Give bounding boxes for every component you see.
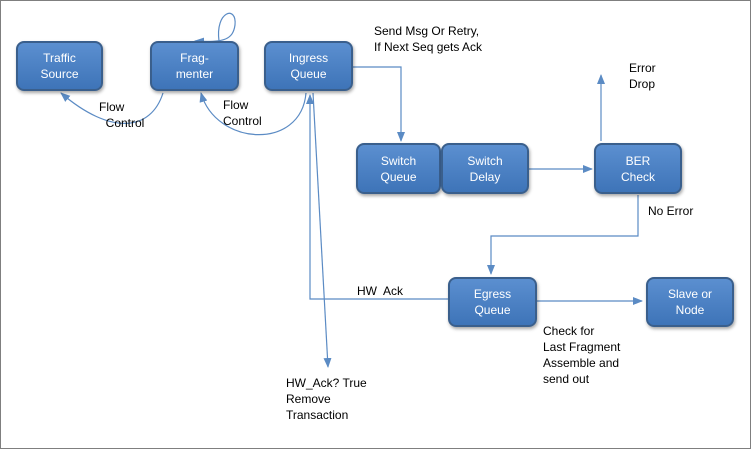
- hw-ack-true-arrow: [312, 92, 332, 368]
- slave-or-node-node: Slave or Node: [646, 277, 734, 327]
- hw-ack-label: HW Ack: [357, 284, 404, 298]
- send-msg-label: Send Msg Or Retry, If Next Seq gets Ack: [374, 24, 483, 54]
- ingress-to-switch-queue-arrow: [353, 66, 405, 142]
- ber-to-egress-arrow: [487, 195, 639, 275]
- flow-control-arrow-1: [60, 92, 164, 124]
- ber-check-node: BER Check: [594, 143, 682, 194]
- ingress-queue-node: Ingress Queue: [264, 41, 353, 91]
- no-error-label: No Error: [648, 204, 694, 218]
- fragmenter-self-loop-arrow: [194, 12, 236, 46]
- hw-ack-true-label: HW_Ack? True Remove Transaction: [286, 376, 367, 422]
- egress-queue-node: Egress Queue: [448, 277, 537, 327]
- check-last-fragment-label: Check for Last Fragment Assemble and sen…: [543, 324, 621, 386]
- switch-queue-node: Switch Queue: [356, 143, 441, 194]
- switch-delay-node: Switch Delay: [441, 143, 529, 194]
- error-drop-label: Error Drop: [629, 61, 656, 91]
- flow-control-arrow-2: [199, 92, 307, 136]
- fragmenter-node: Frag- menter: [150, 41, 239, 91]
- hw-ack-arrow: [306, 94, 449, 300]
- traffic-source-node: Traffic Source: [16, 41, 103, 91]
- flow-control-label-2: Flow Control: [223, 98, 262, 128]
- flow-control-label-1: Flow Control: [99, 100, 145, 130]
